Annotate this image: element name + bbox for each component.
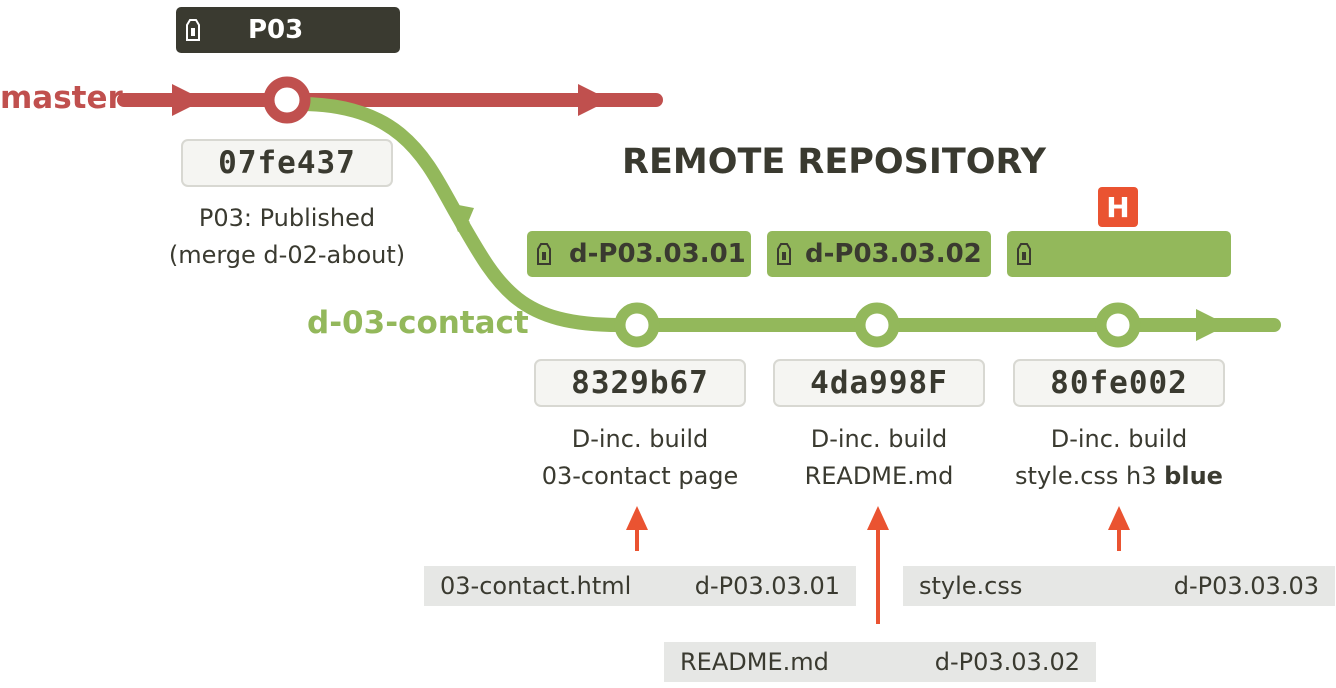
commit-hash-80fe002: 80fe002 <box>1013 359 1225 407</box>
commit-message-line: 03-contact page <box>541 462 739 490</box>
commit-message-text: style.css h3 <box>1015 462 1165 490</box>
commit-node-8329b67 <box>614 302 660 348</box>
commit-message-line: (merge d-02-about) <box>168 241 406 269</box>
commit-node-07fe437 <box>263 76 311 124</box>
commit-message-line: README.md <box>804 462 954 490</box>
file-name: README.md <box>680 648 829 676</box>
file-pointer-arrow-1 <box>626 506 648 551</box>
file-tag: d-P03.03.02 <box>934 648 1080 676</box>
file-row-contact: 03-contact.html d-P03.03.01 <box>424 566 856 606</box>
file-tag: d-P03.03.01 <box>694 572 840 600</box>
file-row-readme: README.md d-P03.03.02 <box>664 642 1096 682</box>
file-row-style: style.css d-P03.03.03 <box>903 566 1335 606</box>
tag-label: P03 <box>248 15 304 45</box>
commit-hash-8329b67: 8329b67 <box>534 359 746 407</box>
tag-icon <box>777 243 791 265</box>
commit-message-line: D-inc. build <box>1050 425 1188 453</box>
commit-message-4da998F: D-inc. build README.md <box>749 421 1009 495</box>
commit-message-8329b67: D-inc. build 03-contact page <box>510 421 770 495</box>
commit-hash-4da998F: 4da998F <box>773 359 985 407</box>
tag-d-p03-03-02: d-P03.03.02 <box>767 231 991 277</box>
commit-message-line: D-inc. build <box>571 425 709 453</box>
file-tag: d-P03.03.03 <box>1173 572 1319 600</box>
file-name: style.css <box>919 572 1023 600</box>
commit-message-line: style.css h3 blue <box>989 458 1249 495</box>
commit-message-bold: blue <box>1164 462 1223 490</box>
tag-label: d-P03.03.01 <box>569 239 746 269</box>
commit-message-07fe437: P03: Published (merge d-02-about) <box>137 200 437 274</box>
commit-message-line: P03: Published <box>198 204 376 232</box>
file-pointer-arrow-3 <box>1108 506 1130 551</box>
file-pointer-arrow-2 <box>867 506 889 624</box>
tag-icon <box>186 19 200 41</box>
tag-label: d-P03.03.02 <box>805 239 982 269</box>
file-name: 03-contact.html <box>440 572 632 600</box>
tag-p03: P03 <box>176 7 400 53</box>
master-arrow-2 <box>578 84 610 116</box>
tag-icon <box>1017 243 1031 265</box>
commit-node-4da998F <box>854 302 900 348</box>
tag-d-p03-03-01: d-P03.03.01 <box>527 231 751 277</box>
branch-label-master: master <box>0 80 123 116</box>
branch-arrow-1b <box>443 202 474 232</box>
commit-message-line: D-inc. build <box>810 425 948 453</box>
branch-label-contact: d-03-contact <box>307 305 529 341</box>
branch-arrow-2 <box>1196 309 1228 341</box>
diagram-title: REMOTE REPOSITORY <box>622 142 1046 182</box>
master-arrow-1 <box>172 84 204 116</box>
commit-hash-07fe437: 07fe437 <box>181 139 393 187</box>
commit-message-80fe002: D-inc. build style.css h3 blue <box>989 421 1249 495</box>
tag-empty <box>1007 231 1231 277</box>
tag-icon <box>537 243 551 265</box>
commit-node-80fe002 <box>1095 302 1141 348</box>
head-badge: H <box>1098 187 1138 227</box>
